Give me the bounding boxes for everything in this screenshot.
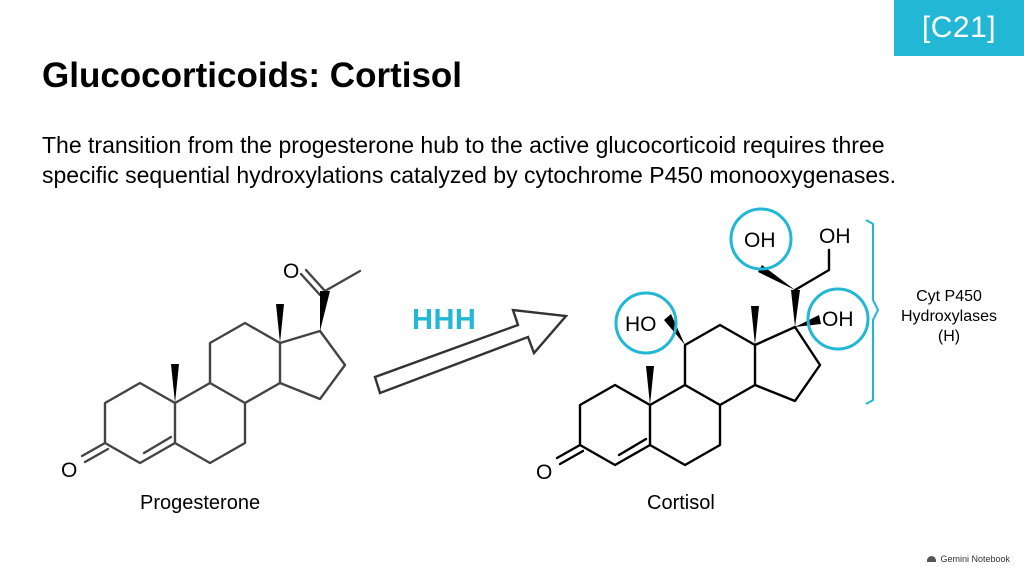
slide-title: Glucocorticoids: Cortisol [42,56,463,95]
cortisol-oh-20-label: OH [744,229,776,252]
progesterone-c20-oxygen: O [283,260,299,283]
cortisol-c13-methyl-wedge [751,306,759,345]
reaction-arrow-label: HHH [412,304,477,336]
cortisol-c10-methyl-wedge [646,366,654,405]
watermark-text: Gemini Notebook [940,554,1010,564]
cortisol-c3-oxygen: O [536,461,552,484]
hydroxylases-label: Cyt P450 Hydroxylases (H) [888,287,1010,347]
hydroxylation-highlight-17 [806,287,870,351]
progesterone-c13-methyl-wedge [276,304,284,343]
slide-number-badge: [C21] [894,0,1024,56]
hydroxylation-highlight-21 [729,207,793,271]
hydroxylation-highlight-11 [614,291,678,355]
reaction-arrow [373,308,569,395]
cortisol-c17-side-chain-wedge [791,290,800,327]
intro-paragraph: The transition from the progesterone hub… [42,132,897,188]
gemini-notebook-icon [927,556,937,562]
hydroxylases-label-line: (H) [937,328,961,345]
cortisol-oh-21-label: OH [819,225,851,248]
progesterone-structure [80,268,362,465]
cortisol-oh-17-label: OH [822,308,854,331]
hydroxylases-label-line: Hydroxylases [900,308,998,325]
progesterone-c3-oxygen: O [61,459,77,482]
hydroxylases-label-line: Cyt P450 [916,288,982,305]
hydroxylases-bracket [865,219,880,405]
cortisol-label: Cortisol [647,492,715,514]
watermark: Gemini Notebook [927,554,1010,564]
progesterone-c10-methyl-wedge [171,364,179,403]
cortisol-structure [555,248,831,467]
progesterone-c17-side-chain-wedge [320,291,330,331]
cortisol-c20-hydroxyl-wedge [758,265,795,290]
progesterone-label: Progesterone [140,492,261,514]
cortisol-oh-11-label: HO [625,313,657,336]
